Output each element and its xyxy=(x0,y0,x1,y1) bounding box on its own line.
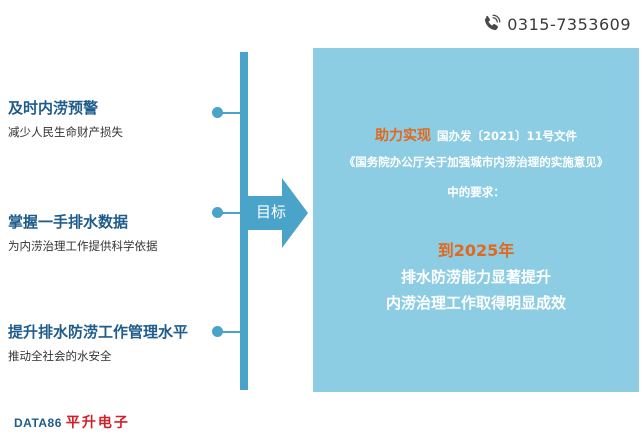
panel-requirement: 中的要求： xyxy=(447,185,505,199)
brand-en: DATA86 xyxy=(14,416,62,430)
arrow-label: 目标 xyxy=(255,203,286,221)
brand-logo: DATA86 平升电子 xyxy=(14,412,130,432)
connector-line xyxy=(222,331,242,333)
goal-title: 提升排水防涝工作管理水平 xyxy=(8,323,189,341)
connector-dot xyxy=(212,107,223,118)
goal-desc: 为内涝治理工作提供科学依据 xyxy=(8,239,158,253)
connector-line xyxy=(222,212,242,214)
goal-item: 掌握一手排水数据 为内涝治理工作提供科学依据 xyxy=(8,212,228,254)
connector-dot xyxy=(212,207,223,218)
brand-cn: 平升电子 xyxy=(65,415,130,431)
panel-highlight: 助力实现 xyxy=(374,128,431,144)
panel-year: 到2025年 xyxy=(437,241,515,260)
connector-dot xyxy=(212,326,223,337)
panel-line-doc: 助力实现国办发〔2021〕11号文件 xyxy=(313,126,639,146)
goal-arrow xyxy=(248,178,308,248)
panel-target-1: 排水防涝能力显著提升 xyxy=(400,268,551,286)
panel-doc-title: 《国务院办公厅关于加强城市内涝治理的实施意见》 xyxy=(343,155,609,169)
phone-number[interactable]: 0315-7353609 xyxy=(507,14,631,34)
goal-item: 及时内涝预警 减少人民生命财产损失 xyxy=(8,98,228,140)
connector-line xyxy=(222,112,242,114)
goal-title: 掌握一手排水数据 xyxy=(8,213,129,231)
target-panel: 助力实现国办发〔2021〕11号文件 《国务院办公厅关于加强城市内涝治理的实施意… xyxy=(313,48,639,392)
timeline-spine xyxy=(240,52,248,390)
goal-item: 提升排水防涝工作管理水平 推动全社会的水安全 xyxy=(8,322,228,364)
goal-desc: 推动全社会的水安全 xyxy=(8,349,112,363)
goal-desc: 减少人民生命财产损失 xyxy=(8,125,123,139)
panel-target-2: 内涝治理工作取得明显成效 xyxy=(385,294,566,312)
phone-contact: 0315-7353609 xyxy=(481,10,631,38)
goal-title: 及时内涝预警 xyxy=(8,99,99,117)
phone-icon xyxy=(485,14,501,31)
panel-doc-ref: 国办发〔2021〕11号文件 xyxy=(436,129,577,143)
